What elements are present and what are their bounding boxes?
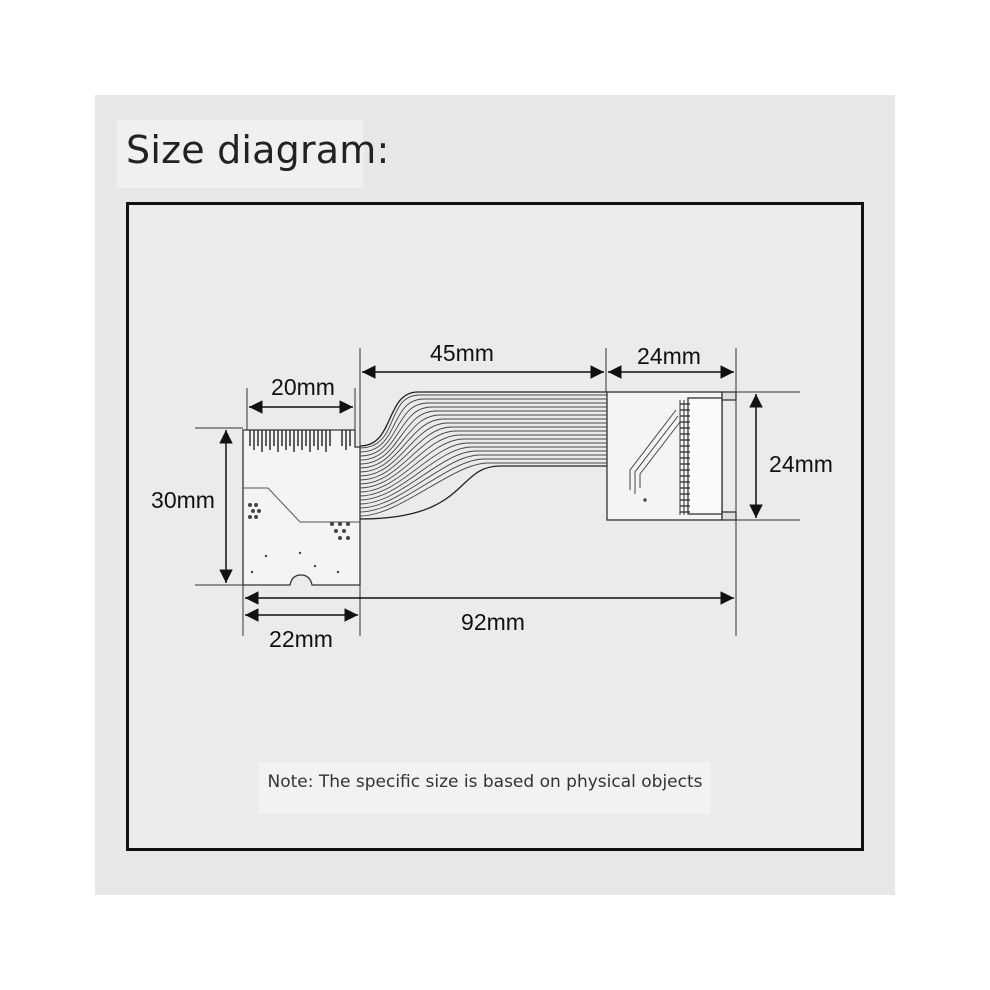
left-board-pins [249,430,351,452]
page-title: Size diagram: [126,128,390,172]
connector-traces [629,409,681,502]
note-box [259,762,711,814]
dim-connector-height: 24mm [769,451,833,477]
board-pads [248,503,350,574]
right-connector-pins [680,403,690,513]
dim-board-height: 30mm [151,487,215,513]
dim-board-width: 20mm [271,374,335,400]
dim-cable-length: 45mm [430,340,494,366]
left-board [242,429,361,586]
title-box [117,120,363,188]
dim-board-total-width: 22mm [269,626,333,652]
dim-overall-length: 92mm [461,609,525,635]
dim-connector-width: 24mm [637,343,701,369]
ribbon-cable-outline [359,391,608,520]
ribbon-cable [359,394,608,517]
right-connector [606,391,737,521]
note-text: Note: The specific size is based on phys… [267,772,703,792]
dimension-arrows [219,365,763,622]
